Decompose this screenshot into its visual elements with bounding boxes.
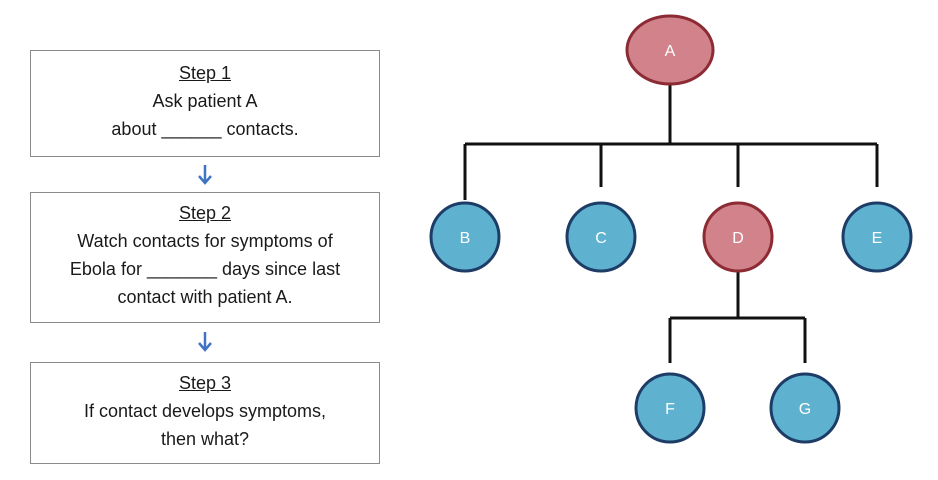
node-a-circle (625, 14, 715, 86)
step-2-line-3: contact with patient A. (117, 287, 293, 307)
tree-nodes: A B C D E F G (429, 14, 913, 444)
node-d-circle (702, 201, 774, 273)
node-d-label: D (732, 230, 744, 247)
node-g-label: G (799, 401, 811, 418)
step-1-title: Step 1 (178, 63, 232, 83)
node-f-circle (634, 372, 706, 444)
step-2-line-1: Watch contacts for symptoms of (77, 231, 333, 251)
step-3-title: Step 3 (178, 373, 232, 393)
step-3-line-1: If contact develops symptoms, (83, 401, 327, 421)
step-1-line-2: about ______ contacts. (111, 119, 299, 139)
node-b-label: B (460, 230, 471, 247)
node-a-label: A (665, 43, 676, 60)
step-1-box: Step 1 Ask patient A about ______ contac… (30, 50, 380, 157)
step-1-line-1: Ask patient A (152, 91, 258, 111)
node-g-circle (769, 372, 841, 444)
node-c-circle (565, 201, 637, 273)
tree-connectors (463, 85, 879, 363)
arrow-down-icon (198, 165, 212, 185)
step-3-line-2: then what? (160, 429, 250, 449)
step-2-line-2: Ebola for _______ days since last (69, 259, 341, 279)
arrow-down-icon (198, 332, 212, 352)
node-e-circle (841, 201, 913, 273)
step-2-title: Step 2 (178, 203, 232, 223)
step-2-box: Step 2 Watch contacts for symptoms of Eb… (30, 192, 380, 323)
node-e-label: E (872, 230, 883, 247)
node-f-label: F (665, 401, 675, 418)
step-3-box: Step 3 If contact develops symptoms, the… (30, 362, 380, 464)
node-c-label: C (595, 230, 607, 247)
node-b-circle (429, 201, 501, 273)
